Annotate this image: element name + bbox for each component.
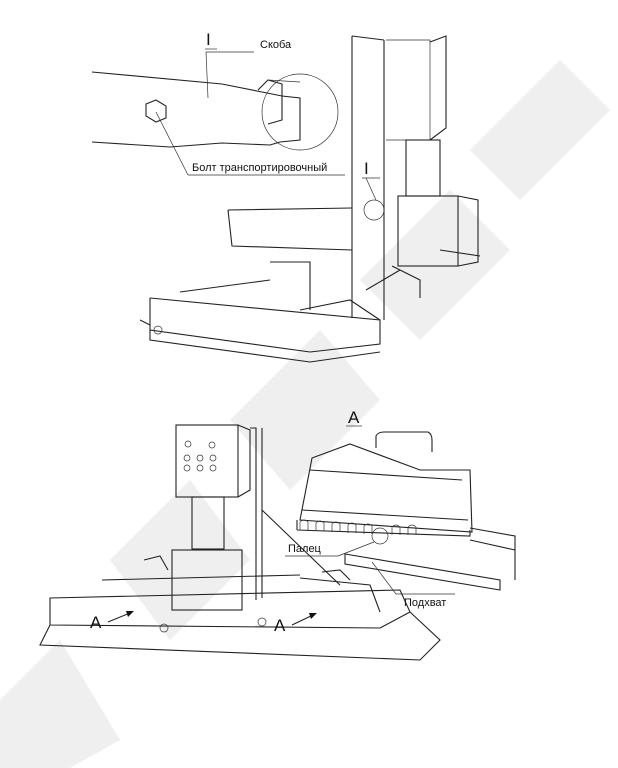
detail-marker-i-machine: I [364,159,369,178]
label-bracket: Скоба [260,39,292,51]
lift-machine-bottom [39,424,441,661]
lift-machine-top [139,35,481,363]
bottom-figure: A A A Палец [39,408,516,661]
arrow-label-a-left: A [90,613,102,632]
label-pin: Палец [288,543,322,555]
arrow-a-left-icon [107,612,131,623]
watermark [0,60,610,768]
label-bolt: Болт транспортировочный [192,162,327,174]
grip-detail [285,425,516,595]
bolt-hex-icon [145,99,167,123]
arrow-a-right-icon [291,614,314,626]
detail-marker-a: A [348,408,360,427]
detail-marker-i: I [206,30,211,49]
arrow-label-a-right: A [274,616,286,635]
bracket-detail [91,48,345,176]
label-grip: Подхват [404,597,446,609]
top-figure: I Скоба Болт транспортировочный I [91,30,481,363]
